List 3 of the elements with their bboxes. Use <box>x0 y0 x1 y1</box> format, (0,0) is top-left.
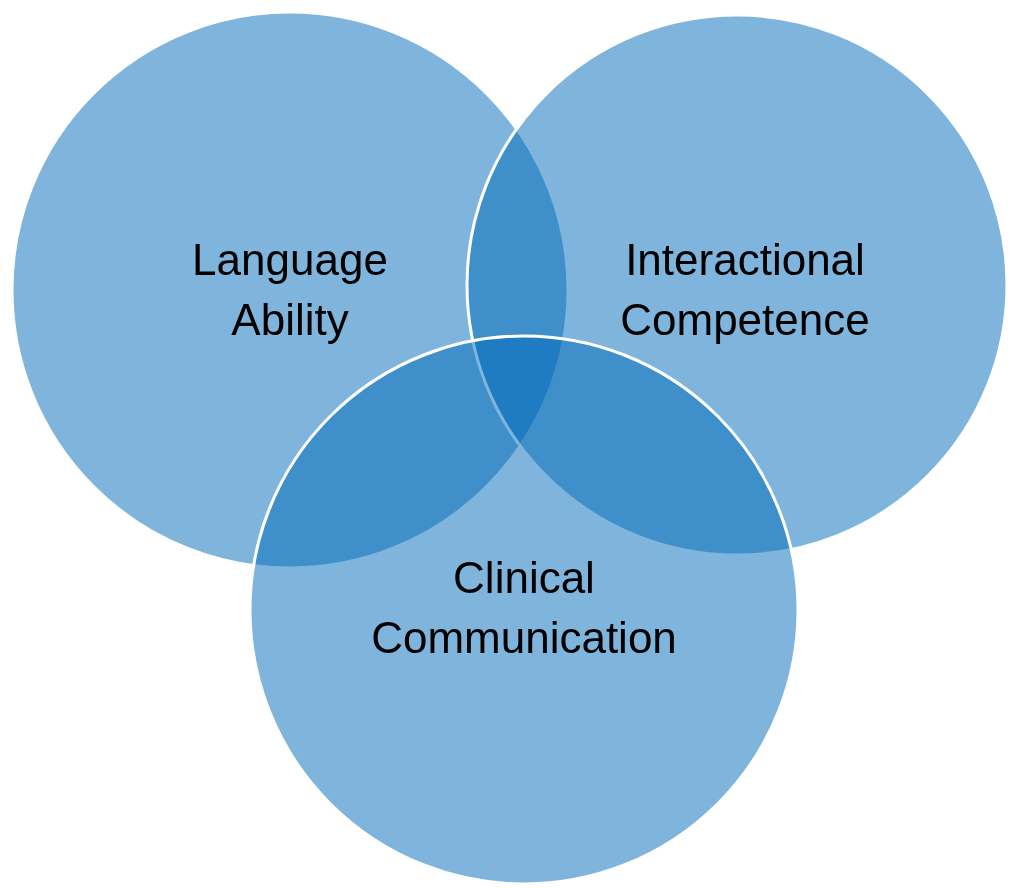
circle-label: Language Ability <box>191 234 389 346</box>
circle-label: Interactional Competence <box>619 234 871 346</box>
circle-label: Clinical Communication <box>370 552 678 664</box>
